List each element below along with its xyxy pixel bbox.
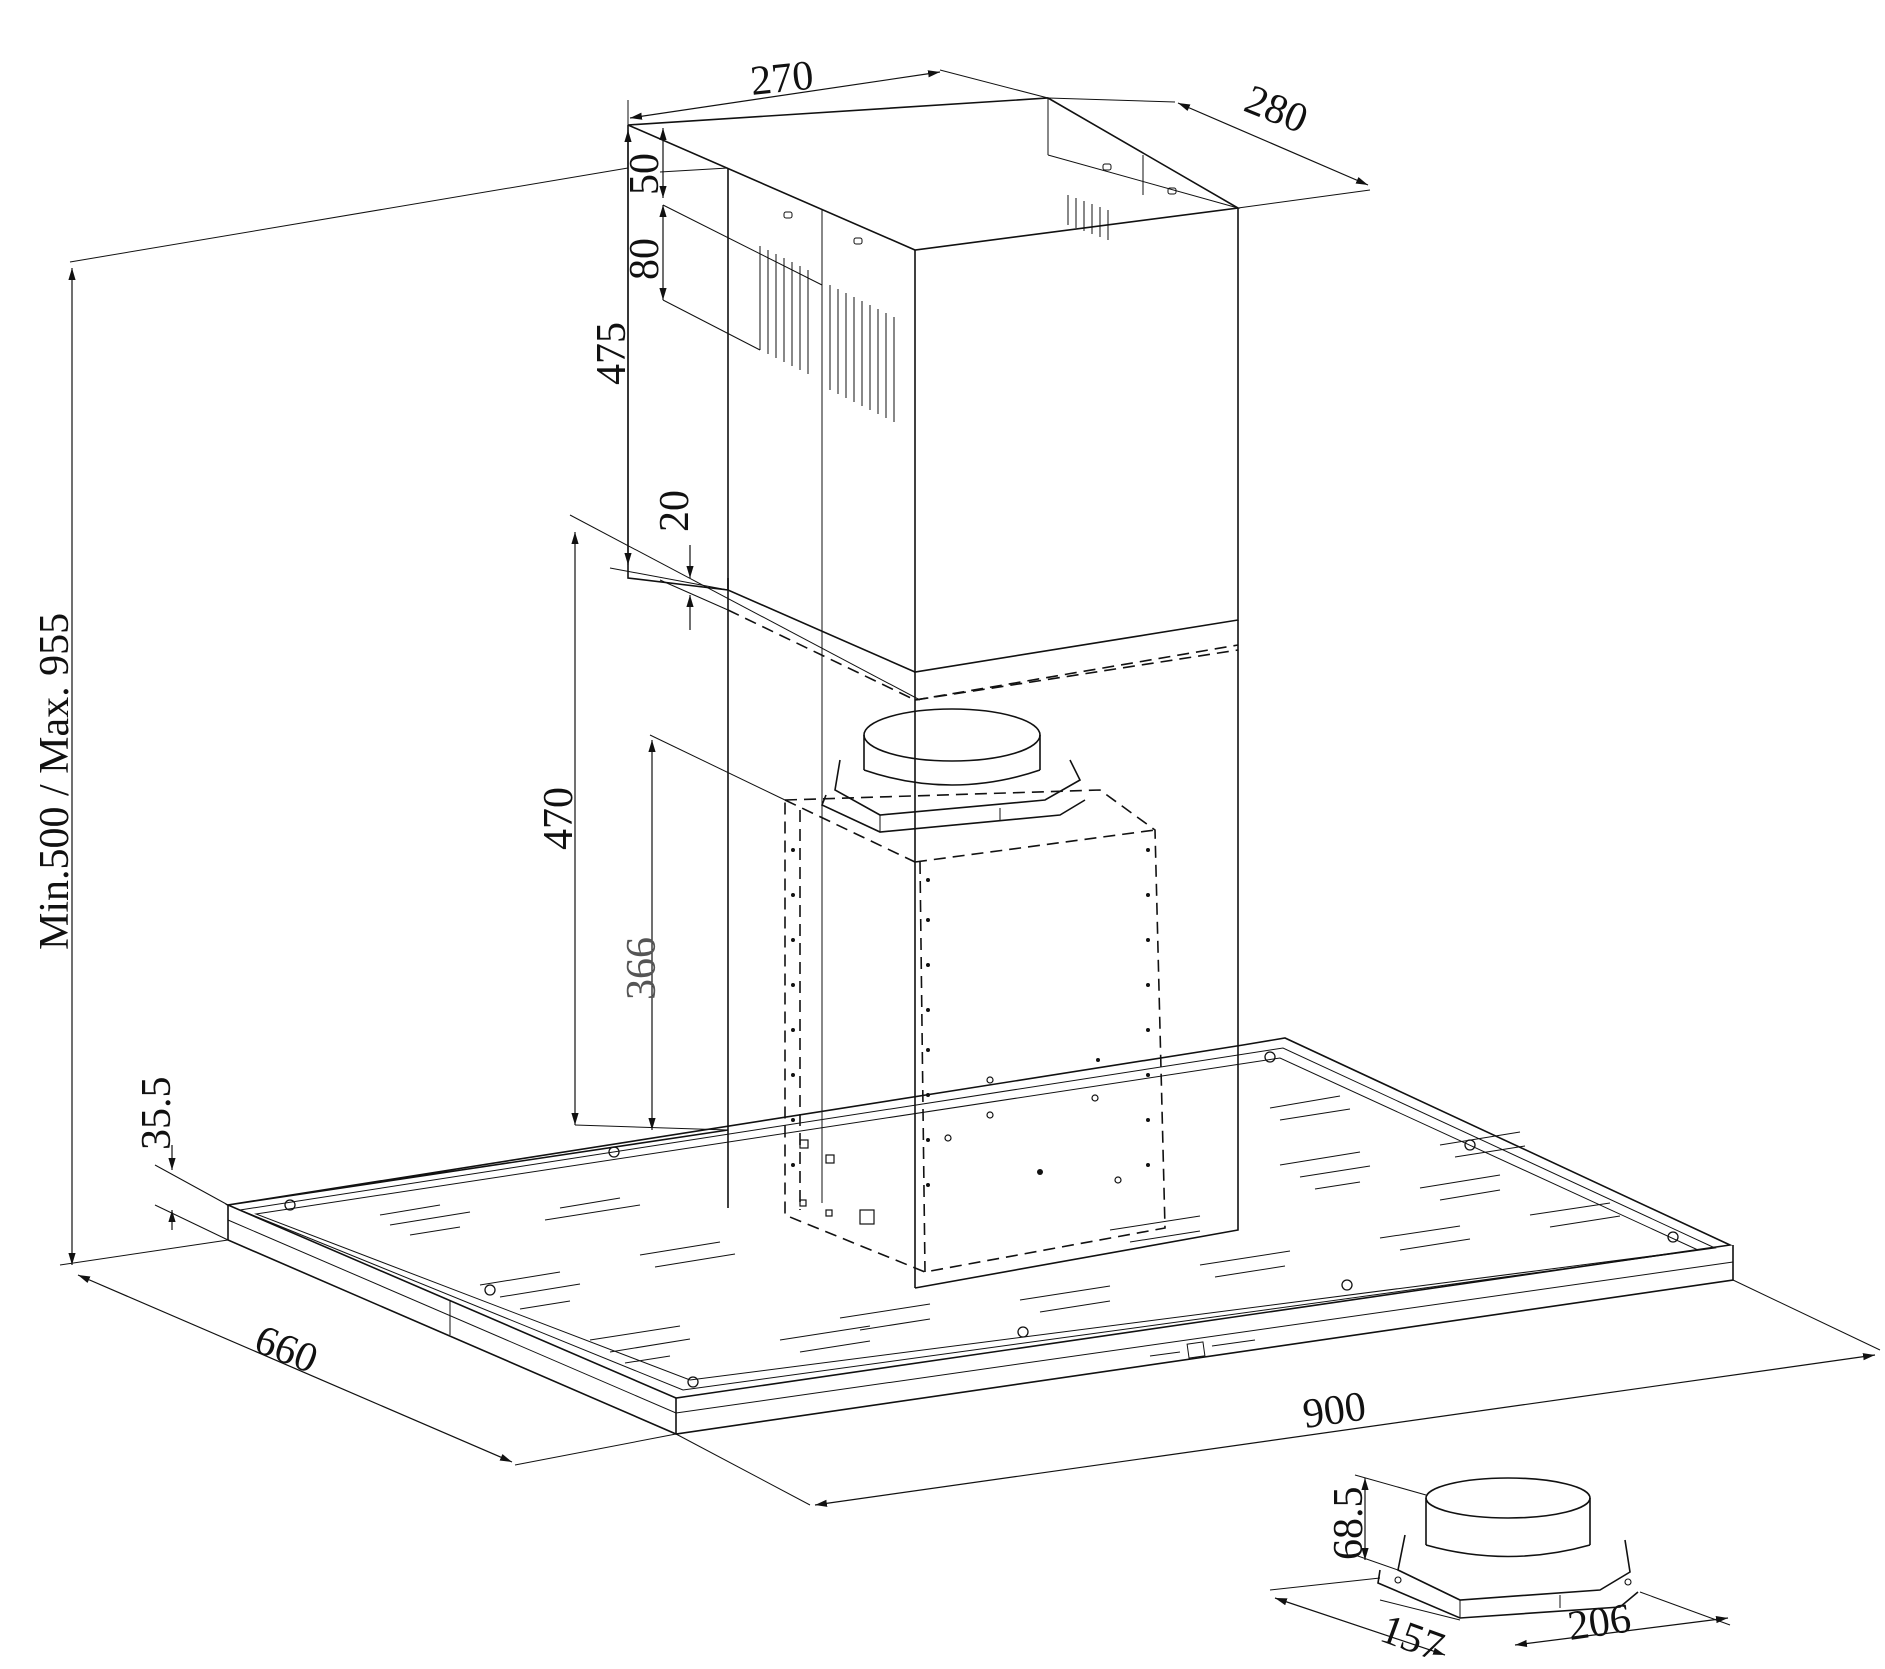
- dim-label-80: 80: [622, 238, 668, 280]
- dim-label-900: 900: [1300, 1384, 1369, 1438]
- dim-label-min-max: Min.500 / Max. 955: [32, 613, 78, 950]
- dim-label-20: 20: [652, 490, 698, 532]
- dim-label-270: 270: [748, 53, 815, 105]
- dimension-lines: [59, 69, 1881, 1656]
- hood-canopy: [225, 1037, 1734, 1435]
- motor-housing: [784, 789, 1166, 1273]
- chimney-upper: [627, 97, 1241, 1203]
- motor-outlet-collar: [820, 708, 1086, 833]
- dim-label-35-5: 35.5: [134, 1077, 180, 1151]
- adapter-part: [1377, 1477, 1639, 1619]
- dim-label-366: 366: [619, 937, 665, 1000]
- dim-label-660: 660: [248, 1317, 324, 1383]
- dim-label-470: 470: [536, 787, 582, 850]
- dim-label-50: 50: [622, 153, 668, 195]
- dim-label-68-5: 68.5: [1326, 1487, 1372, 1561]
- dim-label-280: 280: [1238, 77, 1314, 143]
- chimney-lower: [727, 578, 1239, 1289]
- dim-label-157: 157: [1375, 1606, 1450, 1669]
- dim-label-206: 206: [1565, 1596, 1634, 1650]
- dim-label-475: 475: [589, 322, 635, 385]
